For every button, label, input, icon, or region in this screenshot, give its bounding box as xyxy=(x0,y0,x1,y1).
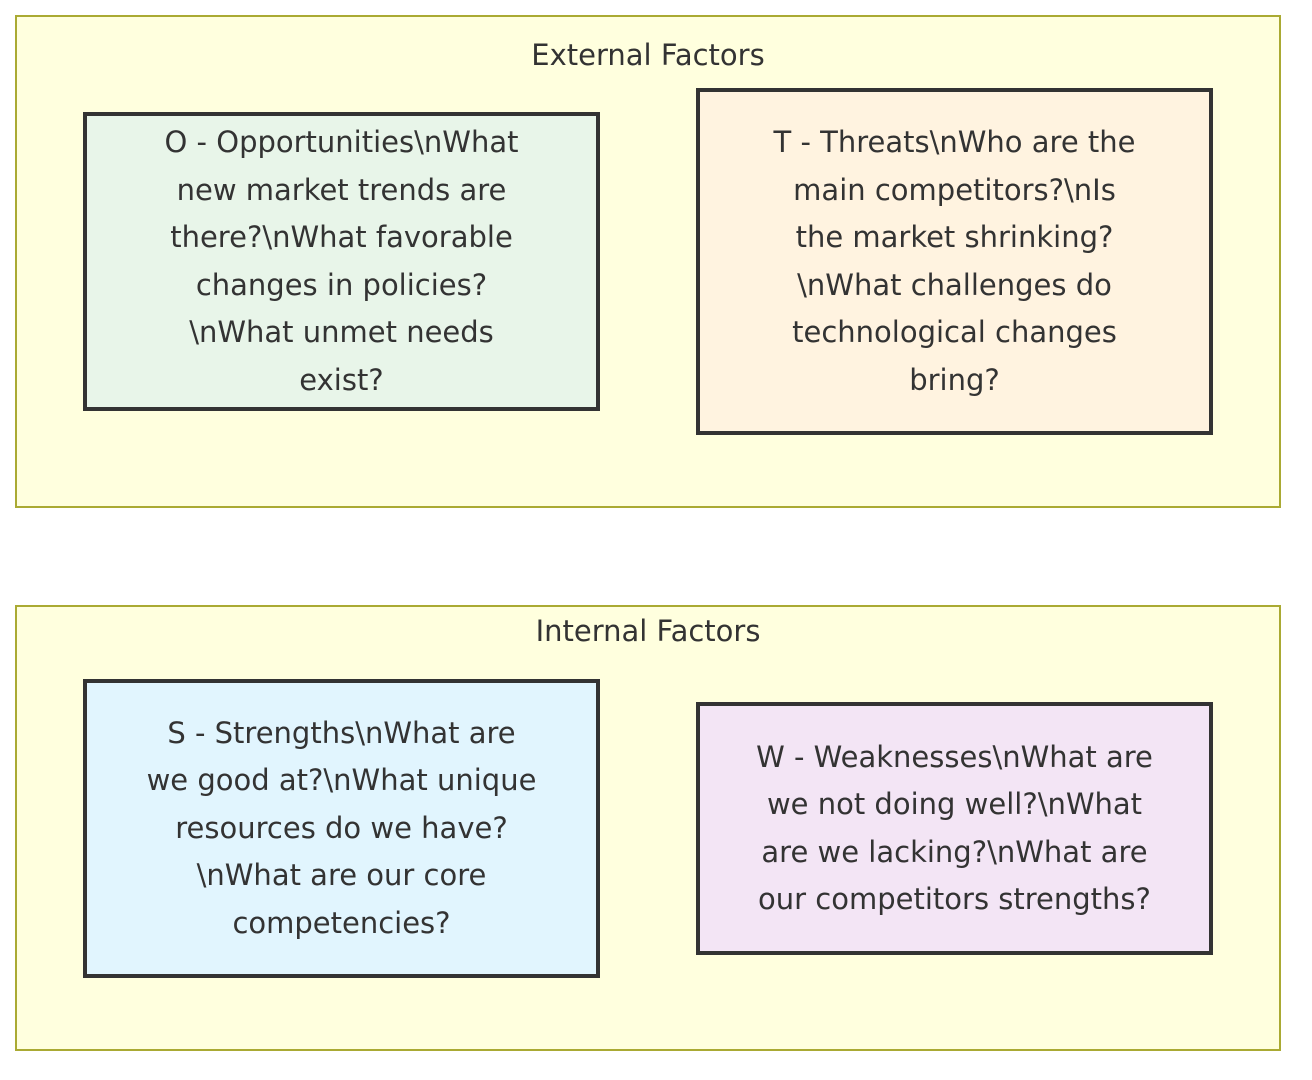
opportunities-node: O - Opportunities\nWhat new market trend… xyxy=(83,112,600,411)
opportunities-text: O - Opportunities\nWhat new market trend… xyxy=(164,125,519,397)
strengths-text: S - Strengths\nWhat are we good at?\nWha… xyxy=(146,715,537,940)
external-factors-title: External Factors xyxy=(531,38,765,72)
threats-node: T - Threats\nWho are the main competitor… xyxy=(696,88,1213,435)
threats-text: T - Threats\nWho are the main competitor… xyxy=(773,125,1136,397)
weaknesses-text: W - Weaknesses\nWhat are we not doing we… xyxy=(756,739,1153,917)
strengths-node: S - Strengths\nWhat are we good at?\nWha… xyxy=(83,679,600,978)
weaknesses-node: W - Weaknesses\nWhat are we not doing we… xyxy=(696,702,1213,955)
internal-factors-title: Internal Factors xyxy=(535,614,761,648)
